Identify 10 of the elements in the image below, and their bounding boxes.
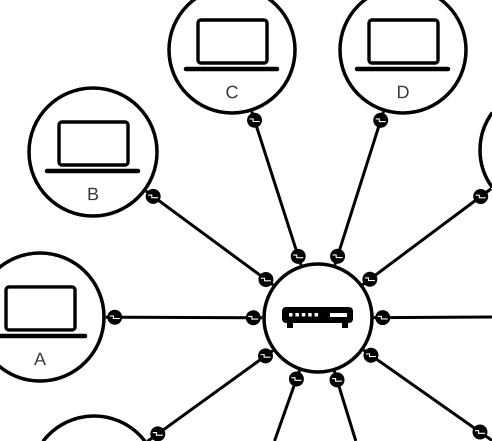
- connection-line: [247, 111, 306, 266]
- connection-line: [362, 188, 492, 287]
- connection-line: [146, 348, 274, 441]
- connection-line: [330, 370, 358, 441]
- connection-line: [374, 310, 492, 326]
- connection-line: [330, 111, 388, 266]
- connection-line: [145, 188, 274, 288]
- connection-line: [362, 348, 492, 441]
- connection-line: [273, 370, 304, 441]
- connection-line: [106, 310, 262, 326]
